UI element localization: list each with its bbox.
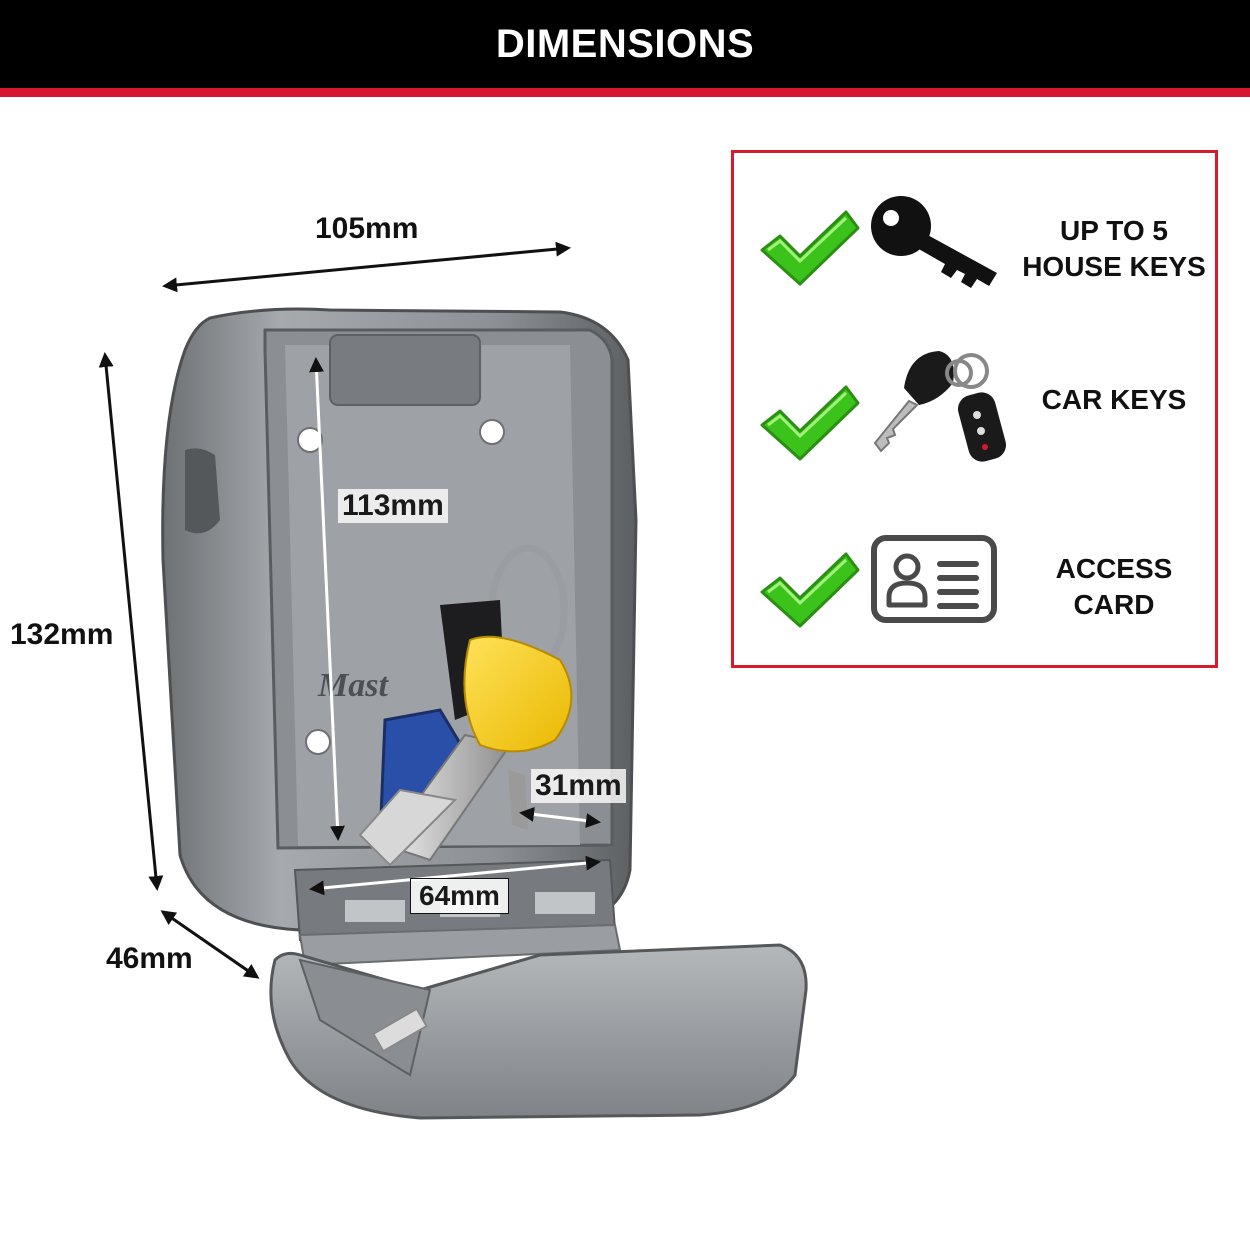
check-icon [760,552,860,628]
header-title: DIMENSIONS [495,21,755,66]
inner-height-arrow [309,357,345,841]
feature-label-access-card: ACCESS CARD [1055,553,1173,620]
check-icon [760,385,860,461]
keys-bundle [358,544,573,867]
height-arrow [98,352,164,891]
inner-width-label: 64mm [410,878,509,914]
mounting-hole [305,729,331,755]
shackle-bar [371,1007,429,1053]
feature-label-car-keys: CAR KEYS [1041,384,1187,415]
dial-slot [345,900,405,922]
check-icon [760,210,860,286]
compatibility-panel: UP TO 5 HOUSE KEYS CAR KEYS [731,150,1218,668]
feature-label-house-keys: UP TO 5 HOUSE KEYS [1022,215,1206,282]
top-latch [329,334,481,406]
depth-label: 46mm [106,942,193,975]
depth-arrow [160,910,260,979]
yellow-key-head [463,635,573,753]
inner-depth-label: 31mm [531,769,626,803]
width-label: 105mm [315,212,419,245]
feature-row-access-card: ACCESS CARD [734,528,1215,658]
height-label: 132mm [10,618,114,651]
feature-row-car-keys: CAR KEYS [734,348,1215,478]
key-safe-lid [269,858,808,1120]
feature-row-house-keys: UP TO 5 HOUSE KEYS [734,183,1215,313]
side-button [185,448,220,534]
house-key-icon [871,196,997,288]
header-red-stripe [0,88,1250,97]
header-bar: DIMENSIONS [0,0,1250,88]
inner-height-label: 113mm [338,489,448,523]
width-arrow [162,241,571,293]
inner-width-arrow [309,855,601,896]
dial-slot [535,892,595,914]
mounting-hole [479,419,505,445]
brand-logo: Mast [317,667,389,704]
car-key-icon [873,351,1007,462]
access-card-icon [871,535,997,623]
inner-depth-arrow [519,806,601,829]
